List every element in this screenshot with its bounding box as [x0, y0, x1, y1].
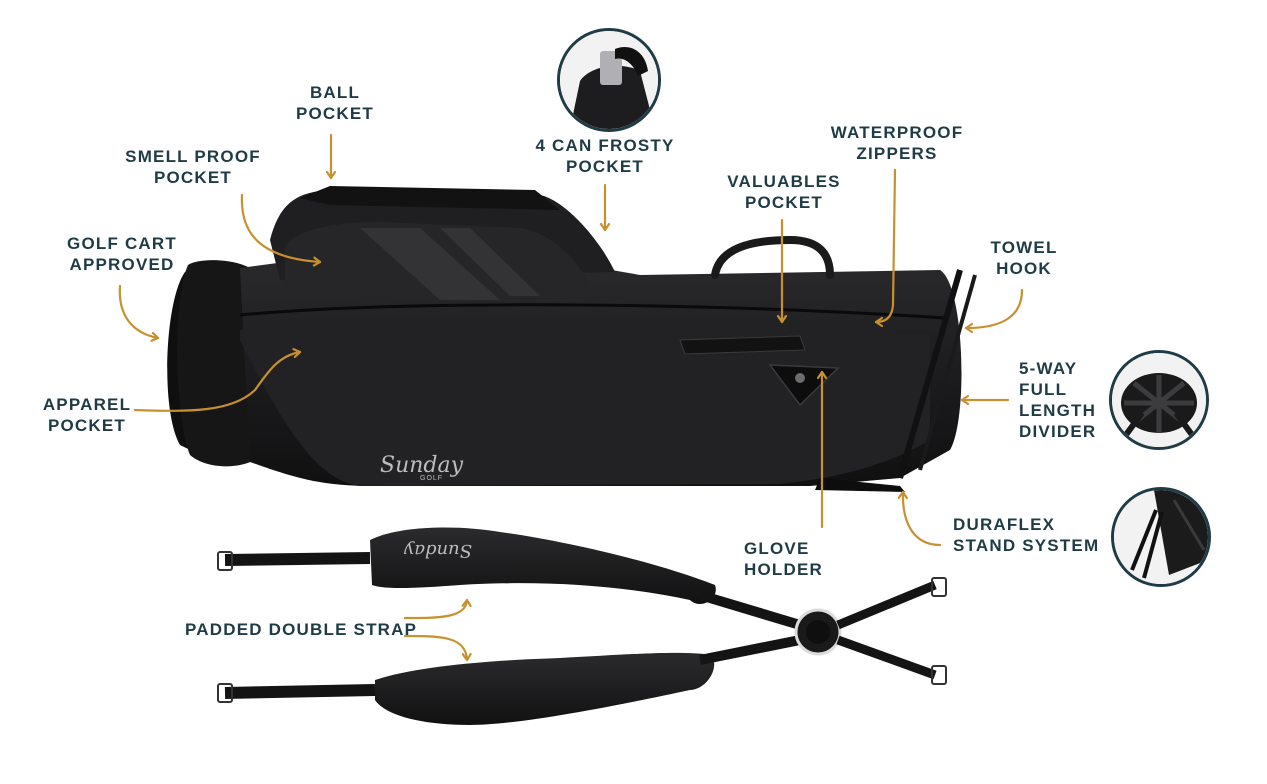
label-frosty-pocket: 4 CAN FROSTY POCKET: [535, 136, 675, 176]
callout-arrows: [118, 133, 1024, 662]
can-icon: [600, 51, 622, 85]
arrow-strap-lower: [403, 634, 467, 662]
arrow-stand: [903, 490, 942, 547]
arrow-golf-cart: [118, 284, 160, 338]
stand-system-thumbnail: [1111, 487, 1211, 587]
label-smell-proof-pocket: SMELL PROOF POCKET: [125, 147, 261, 187]
arrow-zippers: [874, 168, 897, 322]
label-ball-pocket: BALL POCKET: [295, 83, 375, 123]
frosty-pocket-thumbnail: [557, 28, 661, 132]
label-valuables-pocket: VALUABLES POCKET: [727, 172, 841, 212]
arrow-apparel: [133, 352, 302, 412]
arrow-towel-hook: [964, 288, 1024, 328]
arrow-smell-proof: [240, 193, 322, 262]
label-glove-holder: GLOVE HOLDER: [744, 539, 823, 579]
label-waterproof-zippers: WATERPROOF ZIPPERS: [830, 123, 964, 163]
label-stand-system: DURAFLEX STAND SYSTEM: [953, 515, 1100, 555]
label-golf-cart-approved: GOLF CART APPROVED: [67, 234, 177, 274]
bag-logo: Sunday: [380, 453, 464, 478]
divider-thumbnail: [1109, 350, 1209, 450]
label-towel-hook: TOWEL HOOK: [990, 238, 1058, 278]
strap-logo: Sunday: [403, 540, 472, 561]
golf-bag: [167, 186, 977, 492]
label-apparel-pocket: APPAREL POCKET: [42, 395, 132, 435]
label-double-strap: PADDED DOUBLE STRAP: [185, 620, 418, 639]
label-divider: 5-WAY FULL LENGTH DIVIDER: [1019, 359, 1097, 441]
arrow-strap-upper: [403, 598, 467, 620]
double-strap: [217, 527, 947, 725]
bag-logo-sub: GOLF: [420, 475, 443, 482]
